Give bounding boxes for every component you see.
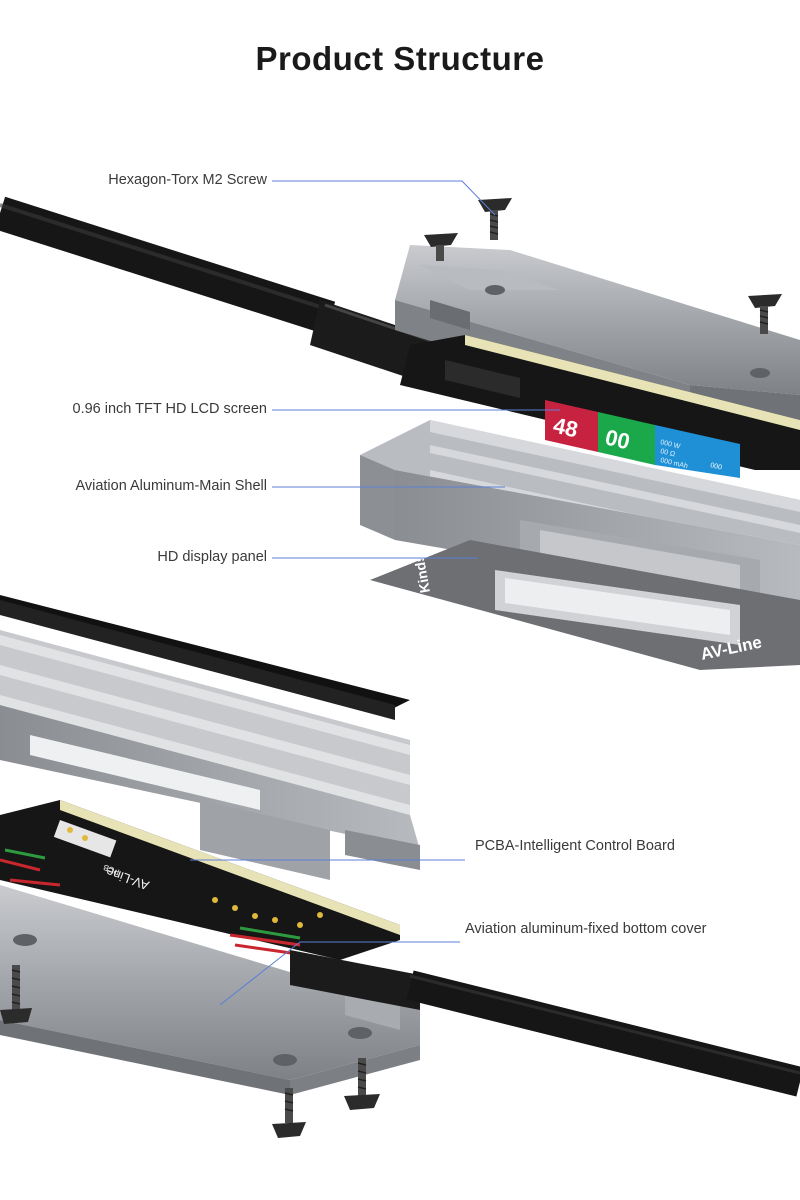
leader-line-screw <box>272 180 496 216</box>
label-pcba: PCBA-Intelligent Control Board <box>475 838 675 854</box>
label-display-panel: HD display panel <box>157 549 267 565</box>
bottom-screws <box>0 965 380 1138</box>
screw-icon <box>478 198 512 240</box>
hd-display-panel: AV-Line Kinds <box>370 540 800 670</box>
page-title: Product Structure <box>255 40 545 77</box>
leader-lines <box>190 180 560 1006</box>
screw-icon <box>748 294 782 334</box>
bottom-cable <box>290 950 800 1097</box>
label-lcd-screen: 0.96 inch TFT HD LCD screen <box>72 401 267 417</box>
bottom-cover <box>0 885 420 1095</box>
screen-current: 00 <box>603 425 632 455</box>
black-plate <box>0 595 410 720</box>
screw-icon <box>424 233 458 261</box>
screw-icon <box>344 1058 380 1110</box>
screw-icon <box>272 1088 306 1138</box>
panel-logo-print: Kinds <box>410 553 433 594</box>
screen-line: 000 <box>710 462 723 471</box>
top-cable <box>0 196 440 385</box>
top-screws <box>424 198 782 334</box>
leader-line-bottom <box>219 941 460 1006</box>
bottom-shell <box>0 630 420 880</box>
screw-icon <box>0 965 32 1024</box>
lcd-screen: 48 00 000 W 00 Ω 000 mAh 000 <box>545 400 740 478</box>
main-shell <box>360 420 800 610</box>
label-bottom-cover: Aviation aluminum-fixed bottom cover <box>465 921 707 937</box>
label-main-shell: Aviation Aluminum-Main Shell <box>75 478 267 494</box>
screen-line: 00 Ω <box>660 448 676 458</box>
screen-line: 000 W <box>660 439 682 450</box>
bottom-pcb: AV-Line PCB <box>0 800 400 960</box>
label-screw: Hexagon-Torx M2 Screw <box>108 172 267 188</box>
screen-voltage: 48 <box>551 413 580 443</box>
